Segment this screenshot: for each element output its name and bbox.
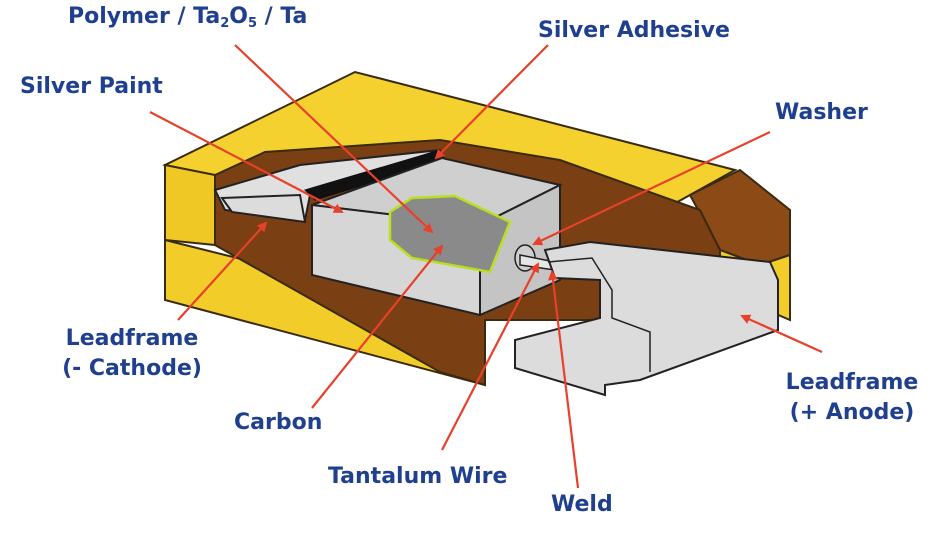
label-leadframe-cathode: Leadframe (- Cathode): [52, 324, 212, 384]
label-polymer-sub2: 5: [247, 16, 257, 31]
arrow-silver-adhesive: [434, 44, 549, 160]
label-leadframe-anode-line1: Leadframe: [785, 370, 919, 395]
label-polymer-part2: O: [229, 4, 248, 29]
arrow-tantalum-wire: [441, 262, 539, 451]
arrow-weld: [547, 270, 580, 489]
label-silver-adhesive: Silver Adhesive: [538, 18, 730, 43]
arrow-leadframe-cathode: [177, 221, 268, 321]
anode-leadframe: [514, 240, 779, 397]
label-polymer-part3: / Ta: [256, 4, 308, 29]
label-washer: Washer: [775, 100, 868, 125]
label-polymer-sub1: 2: [220, 16, 230, 31]
label-polymer-part1: Polymer / Ta: [68, 4, 221, 29]
arrow-leadframe-anode: [740, 314, 823, 354]
label-leadframe-anode: Leadframe (+ Anode): [772, 368, 932, 428]
arrow-polymer: [234, 44, 434, 234]
arrow-carbon: [311, 244, 444, 409]
label-leadframe-cathode-line1: Leadframe: [65, 326, 199, 351]
label-carbon: Carbon: [234, 410, 323, 435]
label-leadframe-cathode-line2: (- Cathode): [62, 356, 202, 381]
cathode-leadframe: [220, 193, 307, 224]
label-weld: Weld: [551, 492, 613, 517]
pointer-arrows: [149, 44, 823, 489]
polymer-ta2o5-region: [388, 194, 512, 274]
label-silver-paint: Silver Paint: [20, 74, 163, 99]
mold-left-face: [164, 163, 216, 247]
label-tantalum-wire: Tantalum Wire: [328, 464, 508, 489]
anode-leadframe-fold: [547, 257, 651, 372]
label-polymer-ta2o5-ta: Polymer / Ta2O5 / Ta: [68, 2, 307, 32]
label-leadframe-anode-line2: (+ Anode): [789, 400, 915, 425]
arrow-washer: [532, 131, 771, 246]
arrow-silver-paint: [149, 111, 344, 213]
